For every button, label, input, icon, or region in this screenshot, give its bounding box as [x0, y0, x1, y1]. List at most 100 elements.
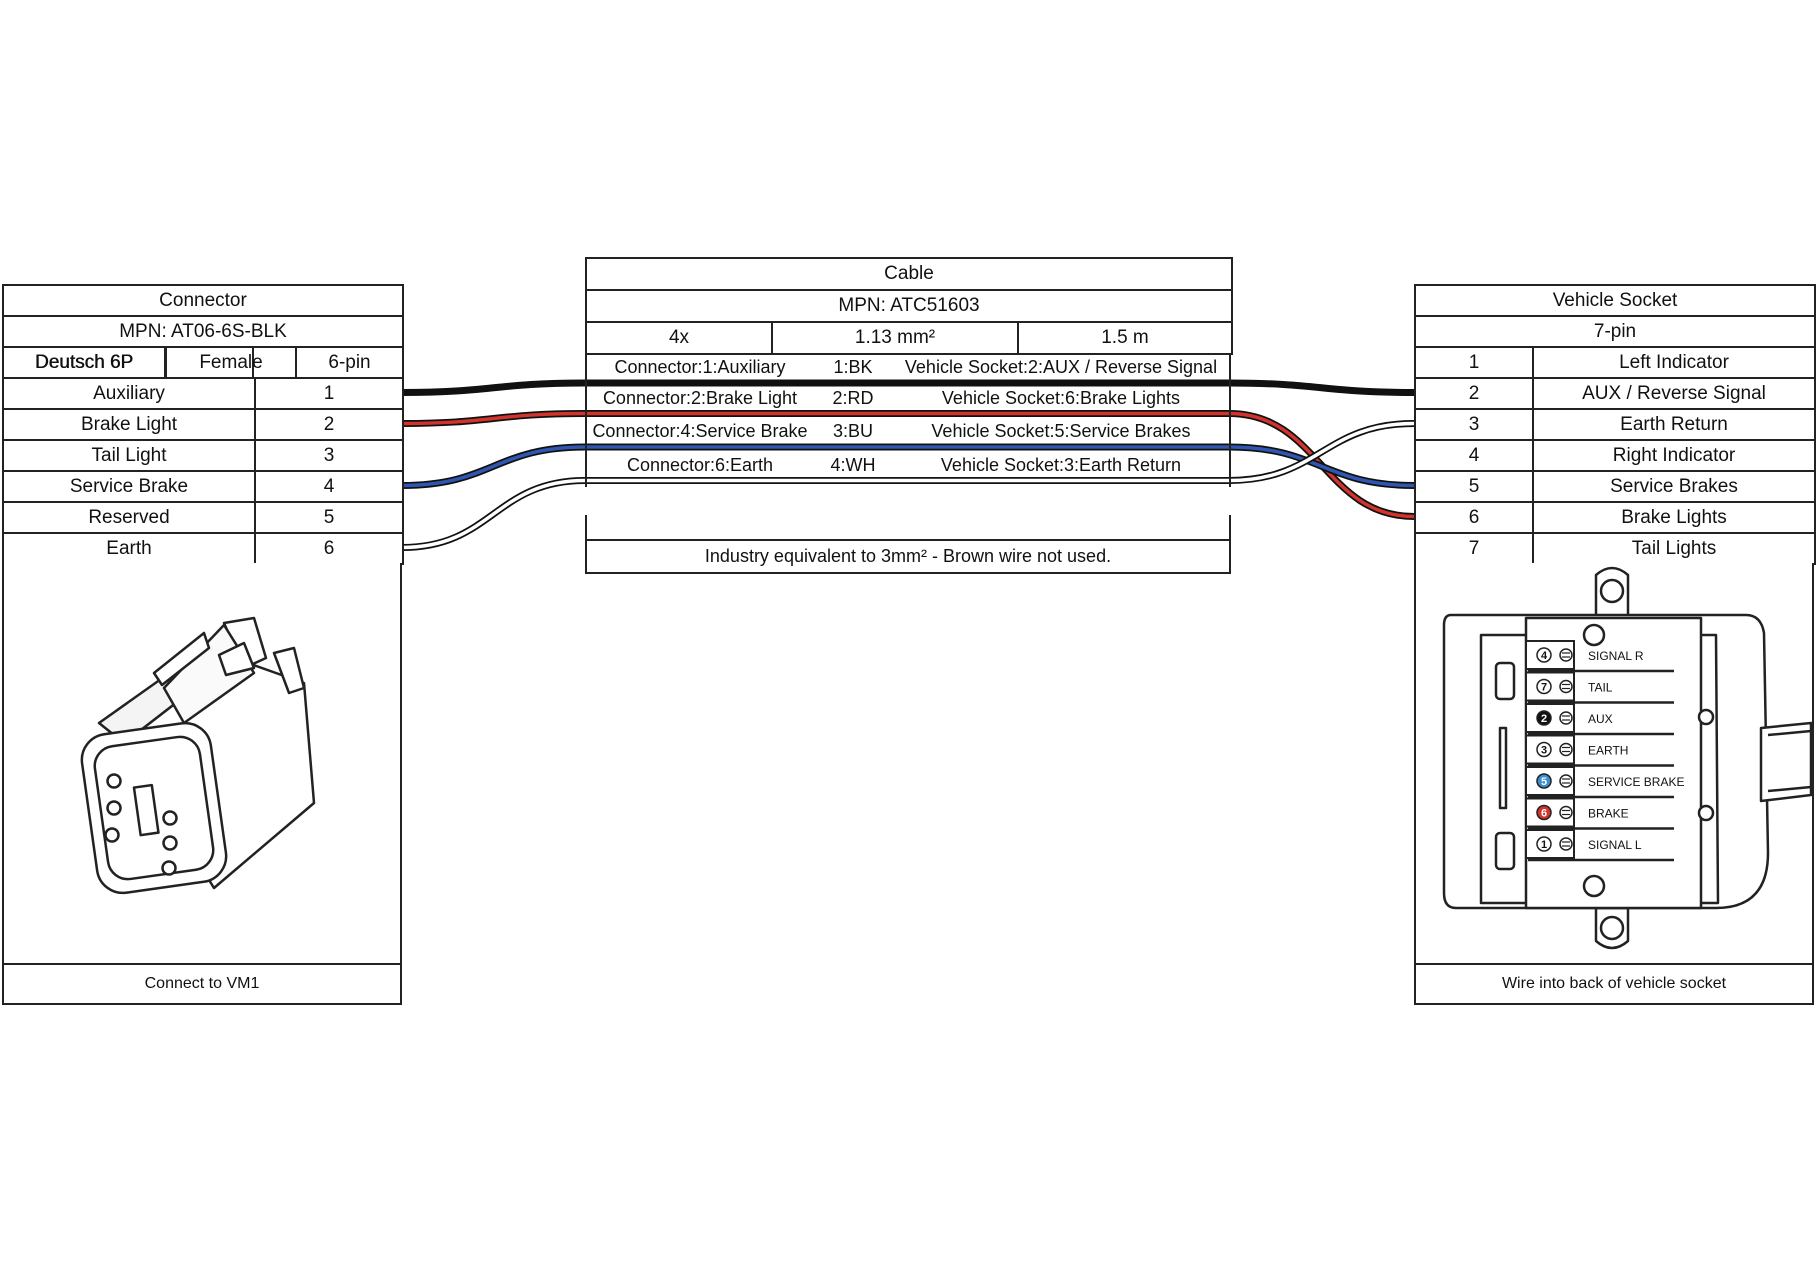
cable-length: 1.5 m — [1017, 321, 1233, 355]
connector-pin-label: Tail Light — [2, 439, 256, 472]
cable-wire-row: Connector:1:Auxiliary 1:BK Vehicle Socket:… — [585, 353, 1231, 387]
terminal-name: SERVICE BRAKE — [1588, 775, 1684, 789]
connector-pin-label: Brake Light — [2, 408, 256, 441]
cable-wire-from: Connector:1:Auxiliary — [614, 357, 786, 377]
connector-pin-number: 4 — [254, 470, 404, 503]
cable-title: Cable — [585, 257, 1233, 291]
cable-wire-to: Vehicle Socket:2:AUX / Reverse Signal — [904, 357, 1218, 377]
cable-wire-from: Connector:4:Service Brake — [592, 421, 808, 441]
socket-pin-number: 4 — [1414, 439, 1534, 472]
terminal-screw-icon — [1559, 805, 1573, 820]
terminal-name: SIGNAL R — [1588, 649, 1644, 663]
terminal-number-badge — [1536, 710, 1552, 726]
connector-title: Connector — [2, 284, 404, 317]
connector-pin-number: 6 — [254, 532, 404, 565]
socket-pin-label: Brake Lights — [1531, 501, 1816, 534]
cable-wire-to: Vehicle Socket:3:Earth Return — [940, 454, 1182, 475]
socket-pin-label: Service Brakes — [1531, 470, 1816, 503]
terminal-screw-icon — [1559, 837, 1573, 851]
socket-terminal: 6 BRAKE — [1525, 797, 1674, 830]
cable-wire-to: Vehicle Socket:6:Brake Lights — [941, 387, 1181, 408]
terminal-name: TAIL — [1588, 681, 1613, 695]
connector-pin-label: Auxiliary — [2, 377, 256, 410]
terminal-number-badge — [1536, 836, 1552, 852]
connector-caption: Connect to VM1 — [2, 963, 402, 1005]
terminal-number-badge — [1536, 741, 1552, 758]
socket-terminal: 4 SIGNAL R — [1525, 640, 1674, 673]
terminal-screw-icon — [1559, 679, 1573, 694]
cable-wire-from: Connector:6:Earth — [626, 454, 774, 475]
cable-wire-id: 1:BK — [833, 357, 873, 377]
terminal-name: AUX — [1588, 712, 1613, 726]
socket-terminal: 5 SERVICE BRAKE — [1525, 766, 1684, 799]
cable-count: 4x — [585, 321, 773, 355]
socket-pin-label: Earth Return — [1531, 408, 1816, 441]
deutsch-connector-illustration — [80, 616, 316, 895]
terminal-number: 1 — [1541, 839, 1547, 851]
connector-spec-row: Deutsch 6P Female 6-pin — [2, 346, 404, 379]
socket-pin-number: 6 — [1414, 501, 1534, 534]
connector-pin-number: 2 — [254, 408, 404, 441]
terminal-number-badge — [1536, 647, 1552, 663]
cable-gauge: 1.13 mm² — [771, 321, 1019, 355]
terminal-number: 4 — [1541, 650, 1548, 662]
connector-gender-cell: Female — [165, 346, 297, 379]
socket-pin-label: Left Indicator — [1531, 346, 1816, 379]
terminal-name: SIGNAL L — [1588, 838, 1642, 852]
connector-pin-label: Service Brake — [2, 470, 256, 503]
socket-terminal: 1 SIGNAL L — [1525, 829, 1674, 862]
terminal-screw-icon — [1559, 774, 1573, 788]
terminal-screw-icon — [1559, 648, 1573, 662]
terminal-name: EARTH — [1588, 744, 1628, 758]
socket-pin-number: 3 — [1414, 408, 1534, 441]
terminal-name: BRAKE — [1588, 807, 1629, 821]
socket-pin-number: 1 — [1414, 346, 1534, 379]
connector-image-panel — [2, 563, 402, 965]
terminal-number-badge — [1536, 678, 1552, 695]
terminal-number: 2 — [1541, 713, 1547, 725]
connector-pin-label: Reserved — [2, 501, 256, 534]
socket-pin-label: AUX / Reverse Signal — [1531, 377, 1816, 410]
terminal-number: 6 — [1541, 808, 1547, 820]
cable-wire-row: Connector:2:Brake Light 2:RD Vehicle Socke… — [585, 386, 1231, 420]
connector-mpn: MPN: AT06-6S-BLK — [2, 315, 404, 348]
cable-wire-to: Vehicle Socket:5:Service Brakes — [931, 421, 1191, 441]
connector-pin-number: 1 — [254, 377, 404, 410]
cable-mpn: MPN: ATC51603 — [585, 289, 1233, 323]
connector-type-cell: Deutsch 6P — [2, 346, 167, 379]
socket-caption: Wire into back of vehicle socket — [1414, 963, 1814, 1005]
terminal-number: 5 — [1541, 776, 1547, 788]
wire-core — [401, 445, 1415, 488]
wire-core — [401, 421, 1415, 550]
cable-note: Industry equivalent to 3mm² - Brown wire… — [585, 539, 1231, 574]
cable-spacer-row — [585, 515, 1231, 543]
socket-pin-number: 2 — [1414, 377, 1534, 410]
cable-wire-id: 2:RD — [832, 387, 874, 408]
connector-pin-label: Earth — [2, 532, 256, 565]
socket-pin-label: Right Indicator — [1531, 439, 1816, 472]
socket-pin-label: Tail Lights — [1531, 532, 1816, 565]
connector-pincount-cell: 6-pin — [295, 346, 404, 379]
terminal-screw-icon — [1559, 742, 1573, 757]
cable-header-table: Cable MPN: ATC51603 4x 1.13 mm² 1.5 m — [585, 257, 1233, 355]
cable-wire-from: Connector:2:Brake Light — [602, 387, 798, 408]
socket-pincount: 7-pin — [1413, 315, 1816, 348]
